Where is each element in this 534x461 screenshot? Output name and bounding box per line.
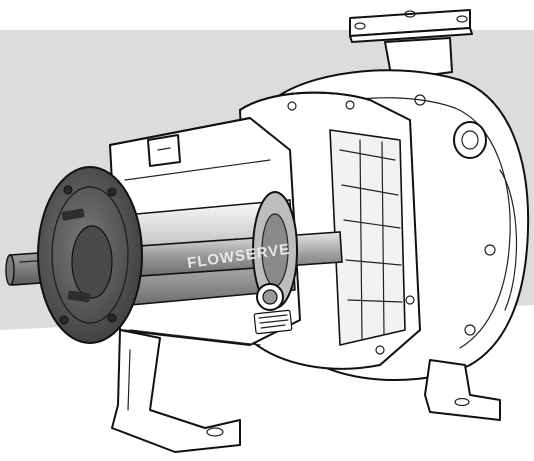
casing-foot-right: [424, 359, 501, 421]
bearing-end-cover: [37, 166, 143, 344]
frame-foot-left: [111, 329, 241, 453]
oil-sight-glass: [253, 283, 293, 335]
discharge-nozzle: [349, 9, 473, 81]
adapter-top-edge: [239, 91, 371, 111]
frame-top-edge: [109, 117, 251, 146]
